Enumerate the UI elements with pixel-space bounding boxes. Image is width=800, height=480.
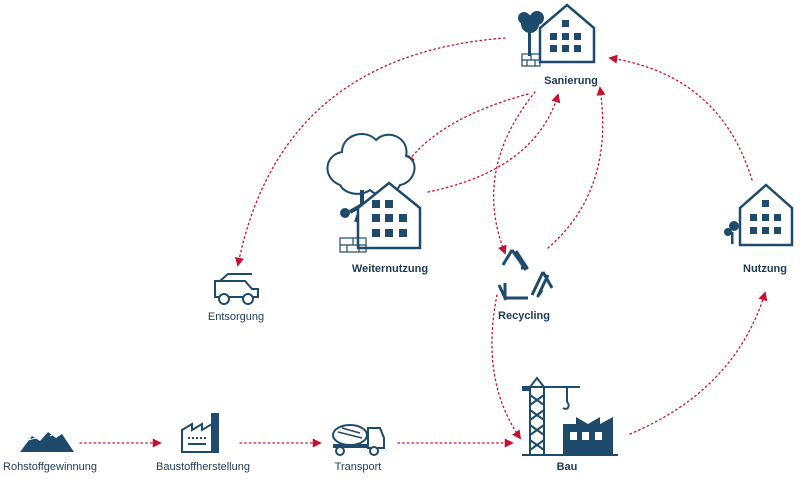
- edge-sanierung-entsorgung: [234, 37, 506, 267]
- node-label-weiternutzung: Weiternutzung: [351, 263, 429, 275]
- factory-icon: [181, 413, 219, 453]
- node-label-sanierung: Sanierung: [544, 75, 598, 87]
- node-label-transport: Transport: [334, 461, 382, 473]
- edge-bau-nutzung: [629, 291, 768, 435]
- edge-sanierung-weiternutzung: [405, 93, 529, 165]
- node-label-entsorgung: Entsorgung: [207, 311, 265, 323]
- node-label-recycling: Recycling: [498, 310, 550, 322]
- node-label-baustoffherstellung: Baustoffherstellung: [156, 461, 250, 473]
- edge-recycling-bau: [491, 294, 522, 440]
- dump-truck-icon: [214, 273, 259, 305]
- edge-weiternutzung-sanierung: [427, 93, 561, 193]
- node-label-rohstoffgewinnung: Rohstoffgewinnung: [3, 461, 97, 473]
- recycle-icon: [497, 249, 554, 301]
- edge-sanierung-recycling: [493, 91, 536, 255]
- crane-construction-icon: [522, 376, 618, 456]
- node-label-nutzung: Nutzung: [743, 263, 787, 275]
- edge-recycling-sanierung: [547, 86, 606, 249]
- concrete-mixer-truck-icon: [332, 424, 385, 456]
- edge-nutzung-sanierung: [608, 54, 753, 181]
- house-icon: [724, 183, 794, 247]
- building-tree-icon: [518, 3, 596, 67]
- raw-material-pile-icon: [20, 432, 74, 452]
- node-label-bau: Bau: [556, 461, 578, 473]
- house-big-tree-icon: [326, 133, 422, 253]
